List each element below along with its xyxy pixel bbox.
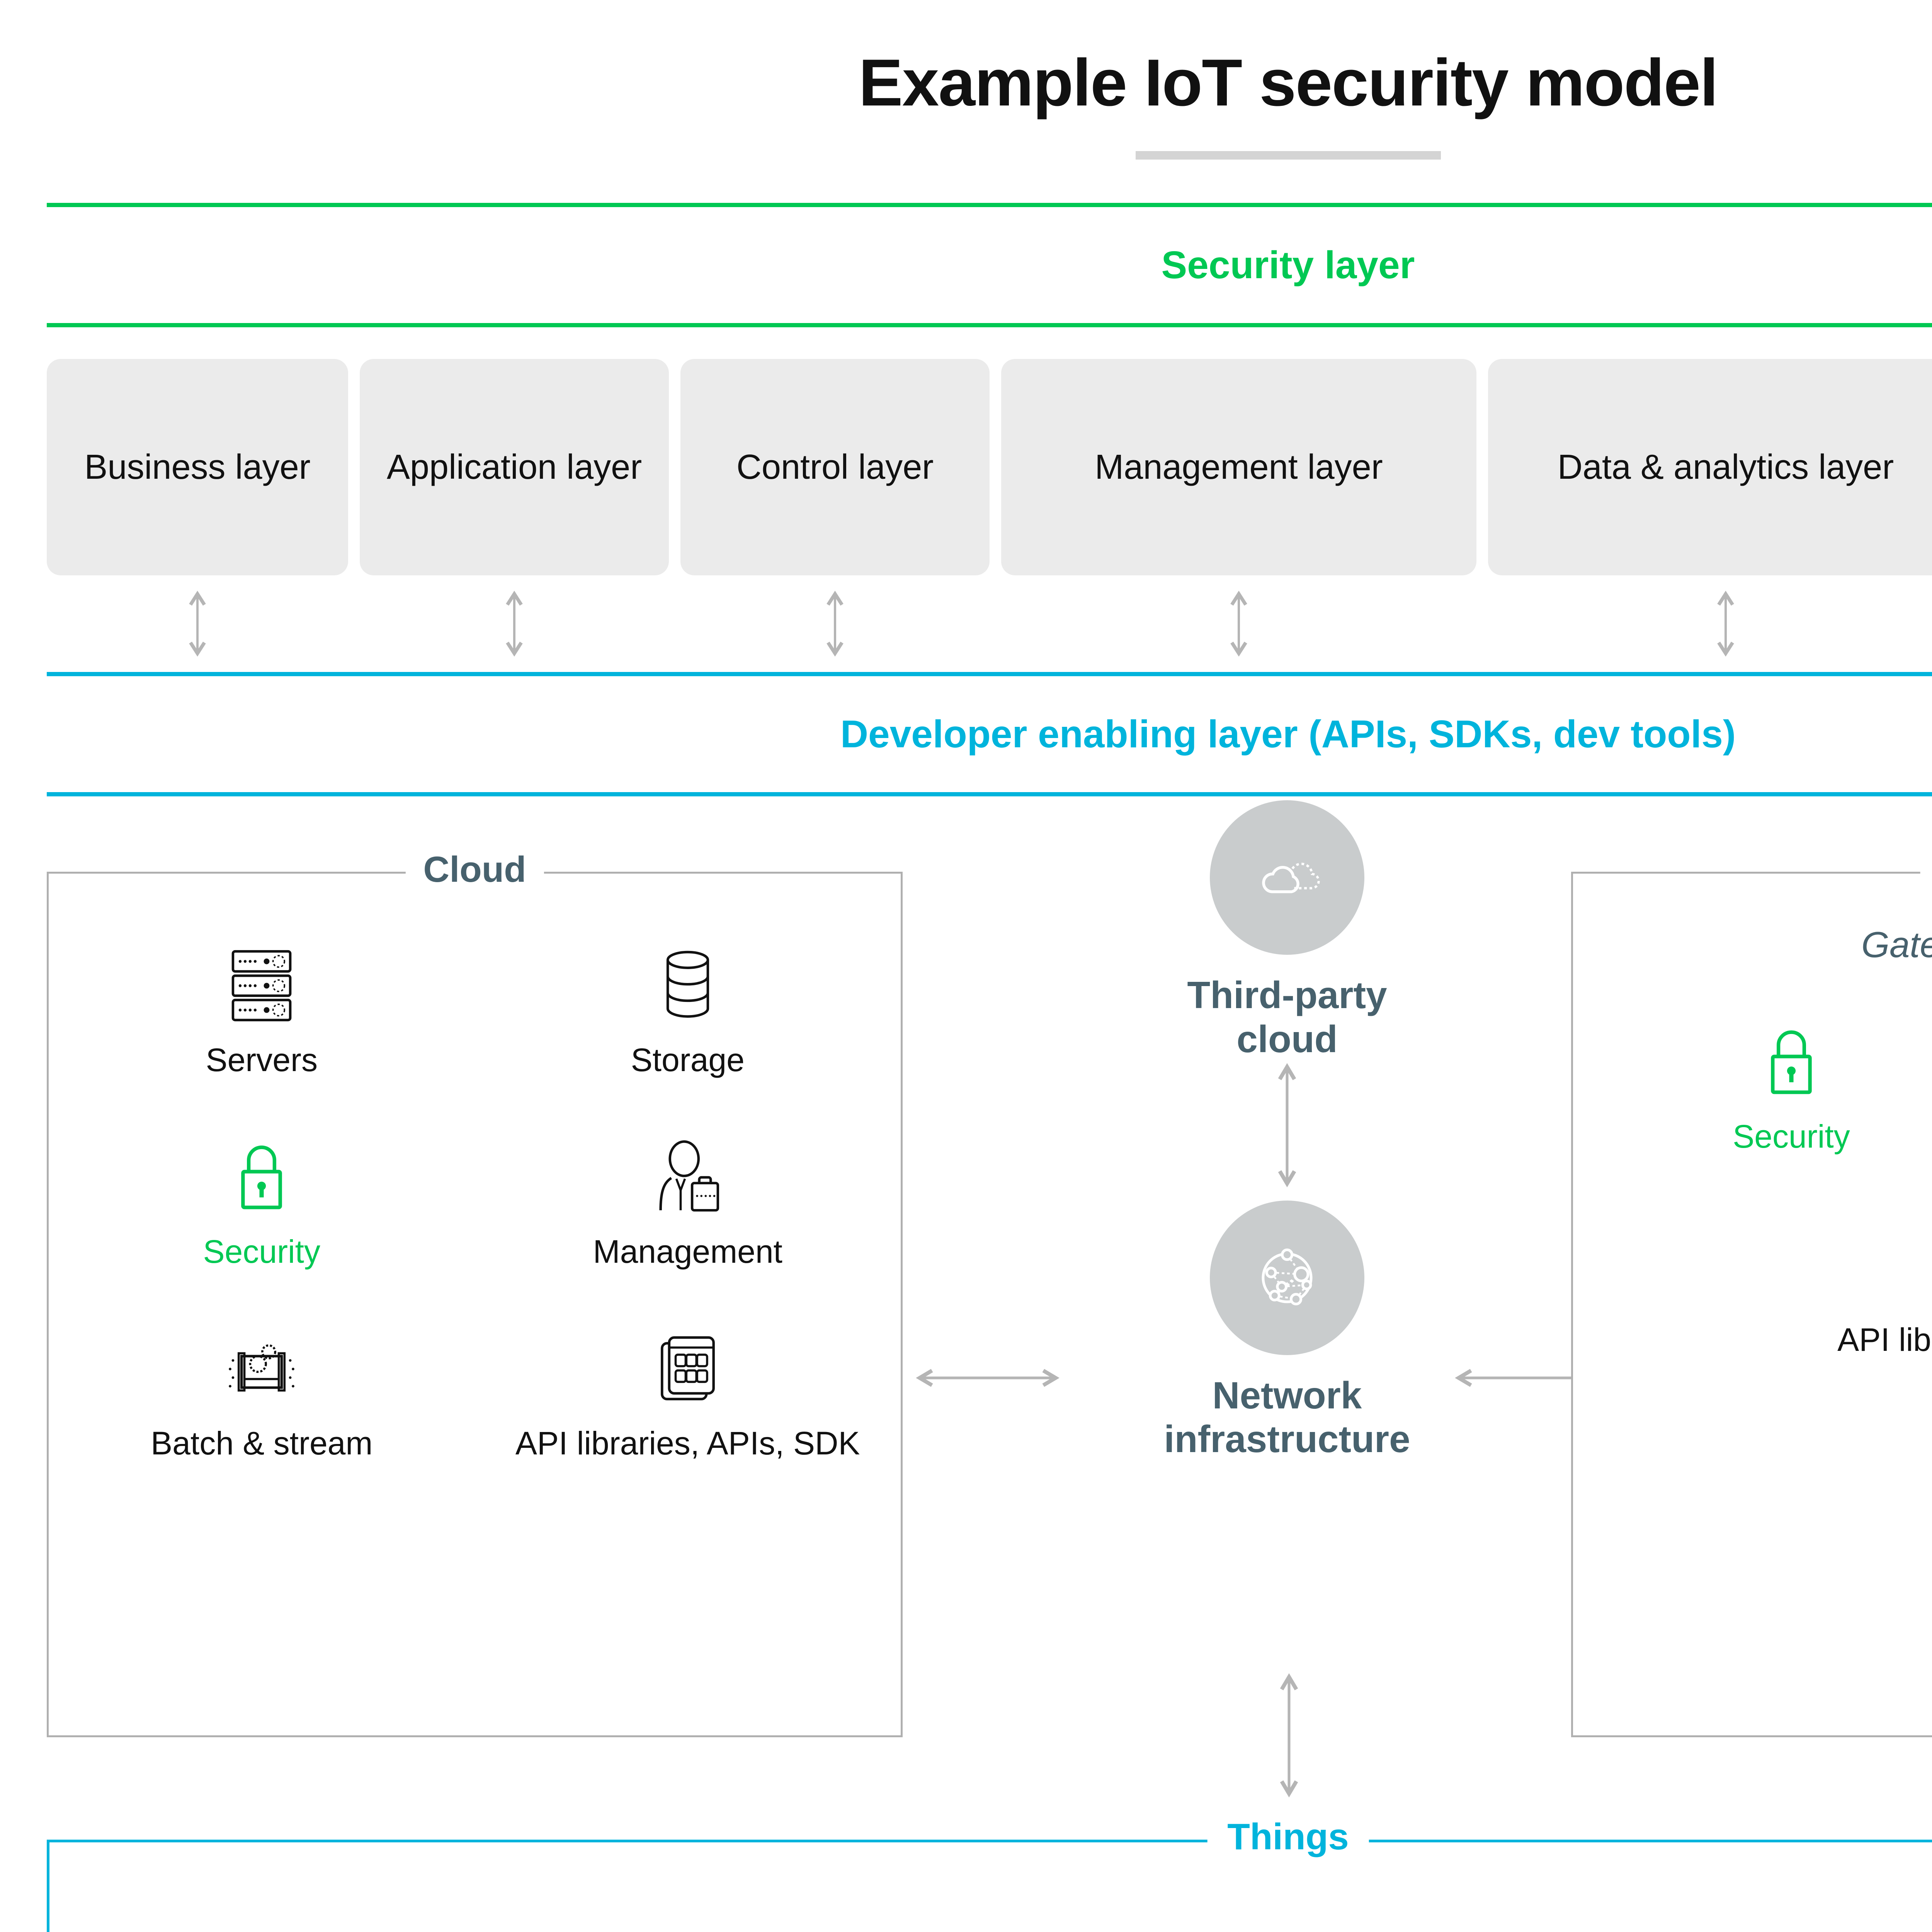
servers-icon [231, 950, 292, 1022]
security-band-bottom-rule [47, 323, 1932, 328]
network-item-security-label: Security [1733, 1118, 1850, 1155]
person-briefcase-icon [659, 1140, 719, 1212]
cloud-item-storage[interactable]: Storage [475, 947, 901, 1081]
network-item-api-libraries-label: API libraries, APIs, SDK [1837, 1321, 1932, 1358]
cloud-circle-icon [1262, 862, 1320, 893]
dev-band-bottom-rule [47, 792, 1932, 797]
developer-enabling-label: Developer enabling layer (APIs, SDKs, de… [840, 713, 1736, 756]
layer-box-management-label: Management layer [1095, 447, 1383, 486]
lock-icon [241, 1145, 282, 1209]
up-down-arrow-icon [1717, 591, 1734, 657]
cloud-item-batch-stream-label: Batch & stream [151, 1425, 373, 1461]
network-nodes-circle-icon [1262, 1248, 1313, 1305]
layer-box-control-label: Control layer [736, 447, 934, 486]
network-infrastructure-node[interactable] [1210, 1200, 1364, 1355]
layer-box-application-label: Application layer [386, 447, 642, 486]
developer-enabling-band: Developer enabling layer (APIs, SDKs, de… [47, 672, 1932, 797]
cloud-item-servers-label: Servers [206, 1042, 318, 1078]
network-infrastructure-label: Network infrastructure [1164, 1374, 1410, 1461]
cloud-item-security-label: Security [203, 1233, 320, 1270]
arrow-cell-business [47, 591, 348, 657]
up-down-arrow-icon [189, 591, 206, 657]
network-subtitle: Gateaway devices [1861, 924, 1932, 965]
network-to-things-connector [1277, 1672, 1301, 1799]
middle-section: Cloud [47, 800, 1932, 1798]
center-column: Third-party cloud [1059, 800, 1515, 1461]
dev-band-top-rule [47, 672, 1932, 677]
network-item-api-libraries[interactable]: API libraries, APIs, SDK [1573, 1227, 1932, 1361]
security-layer-label: Security layer [1161, 243, 1415, 287]
things-group-title: Things [1207, 1818, 1369, 1856]
arrow-cell-application [360, 591, 669, 657]
arrow-cell-management [1001, 591, 1476, 657]
layer-box-business[interactable]: Business layer [47, 359, 348, 576]
network-group-box: Network Gateaway devices Security [1571, 851, 1932, 1738]
storage-icon [666, 951, 709, 1018]
up-down-arrow-icon [1280, 1673, 1298, 1798]
batch-stream-icon [229, 1344, 295, 1392]
third-party-cloud-node[interactable] [1210, 800, 1364, 955]
up-down-arrow-icon [827, 591, 844, 657]
left-right-arrow-icon [916, 1369, 1060, 1387]
cloud-items-grid: Servers Storage [49, 874, 901, 1522]
cloud-to-network-connector [914, 1366, 1061, 1389]
cloud-item-management-label: Management [593, 1233, 782, 1270]
title-block: Example IoT security model [0, 0, 1932, 160]
layer-box-business-label: Business layer [84, 447, 311, 486]
network-items-grid: Security Management [1573, 966, 1932, 1361]
api-grid-icon [660, 1336, 715, 1400]
security-band-top-rule [47, 203, 1932, 207]
layer-connector-arrows [47, 575, 1932, 672]
cloud-item-management[interactable]: Management [475, 1139, 901, 1272]
layer-boxes-row: Business layer Application layer Control… [47, 359, 1932, 576]
layer-box-data-analytics[interactable]: Data & analytics layer [1488, 359, 1932, 576]
cloud-item-servers[interactable]: Servers [49, 947, 475, 1081]
cloud-item-api-libraries-label: API libraries, APIs, SDK [515, 1425, 860, 1461]
things-items-row: Security Management [49, 1842, 1932, 1932]
network-group-title: Network [1920, 851, 1932, 888]
things-group-box: Things Security [47, 1818, 1932, 1932]
cloud-item-api-libraries[interactable]: API libraries, APIs, SDK [475, 1330, 901, 1464]
layer-box-control[interactable]: Control layer [680, 359, 990, 576]
layer-box-data-analytics-label: Data & analytics layer [1557, 447, 1894, 486]
layer-box-application[interactable]: Application layer [360, 359, 669, 576]
arrow-cell-data-analytics [1488, 591, 1932, 657]
cloud-item-storage-label: Storage [631, 1042, 745, 1078]
arrow-cell-control [680, 591, 990, 657]
cloud-item-security[interactable]: Security [49, 1139, 475, 1272]
lock-icon [1771, 1030, 1812, 1094]
third-party-cloud-label: Third-party cloud [1187, 974, 1387, 1060]
cloud-item-batch-stream[interactable]: Batch & stream [49, 1330, 475, 1464]
cloud-group-title: Cloud [405, 851, 544, 888]
page-title: Example IoT security model [859, 46, 1718, 120]
cloud-group-box: Cloud [47, 851, 903, 1738]
layer-box-management[interactable]: Management layer [1001, 359, 1476, 576]
third-party-connector [1276, 1061, 1299, 1187]
network-item-security[interactable]: Security [1573, 1024, 1932, 1157]
title-divider [1135, 151, 1441, 160]
up-down-arrow-icon [506, 591, 523, 657]
up-down-arrow-icon [1278, 1063, 1296, 1187]
security-layer-band: Security layer [47, 203, 1932, 328]
up-down-arrow-icon [1230, 591, 1247, 657]
